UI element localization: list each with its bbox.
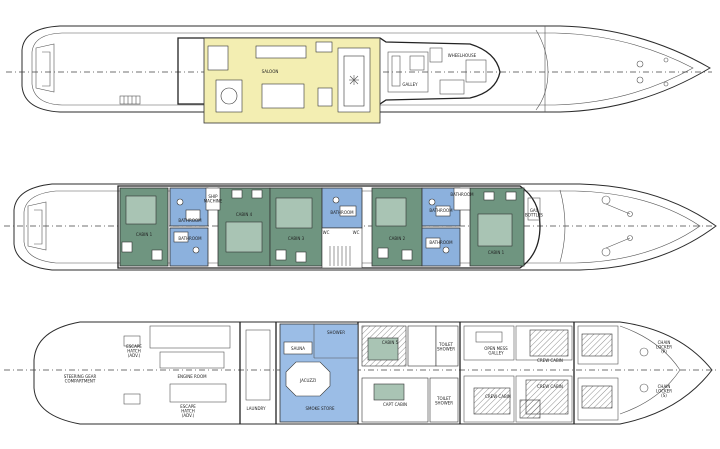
bathroom-e-label: BATHROOM: [429, 208, 453, 213]
cabin-5-label: CABIN 5: [382, 340, 399, 345]
wc-label: WC: [323, 230, 330, 235]
shower-label: SHOWER: [327, 330, 345, 335]
engine-room-label: ENGINE ROOM: [177, 374, 207, 379]
bathroom-f-label: BATHROOM: [429, 240, 453, 245]
laundry-label: LAUNDRY: [246, 406, 266, 411]
capt-cabin-label: CAPT CABIN: [383, 402, 407, 407]
upper-deck: SALOON GALLEY WHEELHOUSE: [6, 25, 712, 124]
bathroom-b-label: BATHROOM: [178, 236, 202, 241]
smoke-store-label: SMOKE STORE: [306, 406, 335, 411]
bathroom-d-label: BATHROOM: [450, 192, 474, 197]
main-deck-hull: [13, 183, 717, 271]
wheelhouse-label: WHEELHOUSE: [448, 53, 477, 58]
bathroom-a-label: BATHROOM: [178, 218, 202, 223]
bathroom-c-label: BATHROOM: [330, 210, 354, 215]
galley-label: GALLEY: [402, 82, 418, 87]
crew-cabin-1-label: CREW CABIN: [537, 358, 563, 363]
cabin-2-label: CABIN 2: [389, 236, 406, 241]
cabin-1-aft-label: CABIN 1: [136, 232, 153, 237]
bathroom-b: [169, 227, 209, 267]
crew-cabin-3-label: CREW CABIN: [537, 384, 563, 389]
saloon-label: SALOON: [262, 69, 279, 74]
wc2-label: WC: [353, 230, 360, 235]
jacuzzi-label: JACUZZI: [299, 378, 316, 383]
cabin-3-label: CABIN 3: [288, 236, 305, 241]
upper-deck-hull: [21, 25, 711, 113]
crew-cabin-2-label: CREW CABIN: [485, 394, 511, 399]
cabin-1-fwd-label: CABIN 1: [488, 250, 505, 255]
sauna-label: SAUNA: [291, 346, 305, 351]
cabin-4-label: CABIN 4: [236, 212, 253, 217]
